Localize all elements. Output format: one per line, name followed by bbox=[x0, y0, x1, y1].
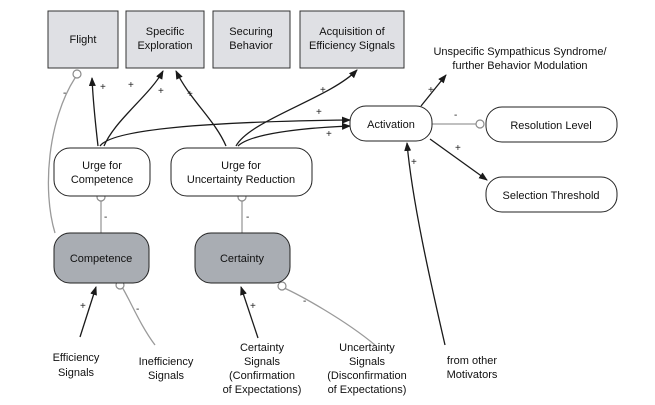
certainty-node bbox=[194, 232, 291, 284]
competence-node bbox=[53, 232, 150, 284]
sign-flight-minus: - bbox=[63, 88, 66, 99]
activation-node bbox=[349, 105, 433, 142]
edge-other-to-activation bbox=[404, 142, 446, 346]
sign-threshold-plus: + bbox=[455, 143, 461, 154]
sign-uncertainty-signals-minus: - bbox=[303, 296, 306, 307]
edge-competence-to-flight bbox=[47, 77, 76, 234]
flight-label: Flight bbox=[70, 34, 97, 46]
sign-efficiency-plus: + bbox=[80, 301, 86, 312]
edge-competence-urge-to-activation bbox=[99, 116, 351, 147]
sign-activation-plus-1: + bbox=[316, 107, 322, 118]
edge-competence-urge-to-flight bbox=[88, 77, 99, 147]
securing-behavior-box bbox=[212, 10, 291, 69]
inhibitor-certainty bbox=[277, 281, 287, 291]
sign-unspecific-plus: + bbox=[428, 85, 434, 96]
competence-label: Competence bbox=[70, 253, 132, 265]
inhibitor-resolution bbox=[475, 119, 485, 129]
sign-activation-plus-2: + bbox=[326, 129, 332, 140]
selection-threshold-node bbox=[485, 176, 618, 213]
sign-resolution-minus: - bbox=[454, 110, 457, 121]
flight-box bbox=[47, 10, 119, 69]
activation-label: Activation bbox=[367, 119, 415, 131]
edge-competence-urge-to-exploration bbox=[103, 70, 164, 147]
edge-uncertainty-urge-to-activation bbox=[237, 122, 351, 147]
edge-uncertainty-signals-to-certainty bbox=[281, 286, 376, 346]
sign-securing-plus: + bbox=[187, 89, 193, 100]
selection-threshold-label: Selection Threshold bbox=[502, 190, 599, 202]
unspecific-label: Unspecific Sympathicus Syndrome/further … bbox=[433, 46, 607, 72]
edge-certainty-signals-to-certainty bbox=[240, 286, 259, 339]
edge-uncertainty-urge-to-securing bbox=[175, 70, 227, 147]
sign-other-plus: + bbox=[411, 157, 417, 168]
urge-uncertainty-node bbox=[170, 147, 313, 197]
sign-acquisition-plus: + bbox=[320, 85, 326, 96]
resolution-level-node bbox=[485, 106, 618, 143]
sign-exploration-plus-2: + bbox=[158, 86, 164, 97]
edge-inefficiency-to-competence bbox=[121, 286, 156, 346]
edge-activation-to-unspecific bbox=[420, 74, 447, 107]
edge-activation-to-threshold bbox=[429, 138, 488, 181]
sign-flight-plus: + bbox=[100, 82, 106, 93]
sign-urge-uncertainty-minus: - bbox=[246, 212, 249, 223]
sign-urge-competence-minus: - bbox=[104, 212, 107, 223]
urge-competence-node bbox=[53, 147, 151, 197]
sign-certainty-signals-plus: + bbox=[250, 301, 256, 312]
inhibitor-flight bbox=[72, 69, 82, 79]
resolution-level-label: Resolution Level bbox=[510, 120, 591, 132]
acquisition-box bbox=[299, 10, 405, 69]
specific-exploration-box bbox=[125, 10, 205, 69]
sign-exploration-plus-1: + bbox=[128, 80, 134, 91]
edge-uncertainty-urge-to-acquisition bbox=[235, 69, 358, 147]
certainty-label: Certainty bbox=[220, 253, 265, 265]
sign-inefficiency-minus: - bbox=[136, 304, 139, 315]
edge-efficiency-to-competence bbox=[79, 286, 97, 338]
